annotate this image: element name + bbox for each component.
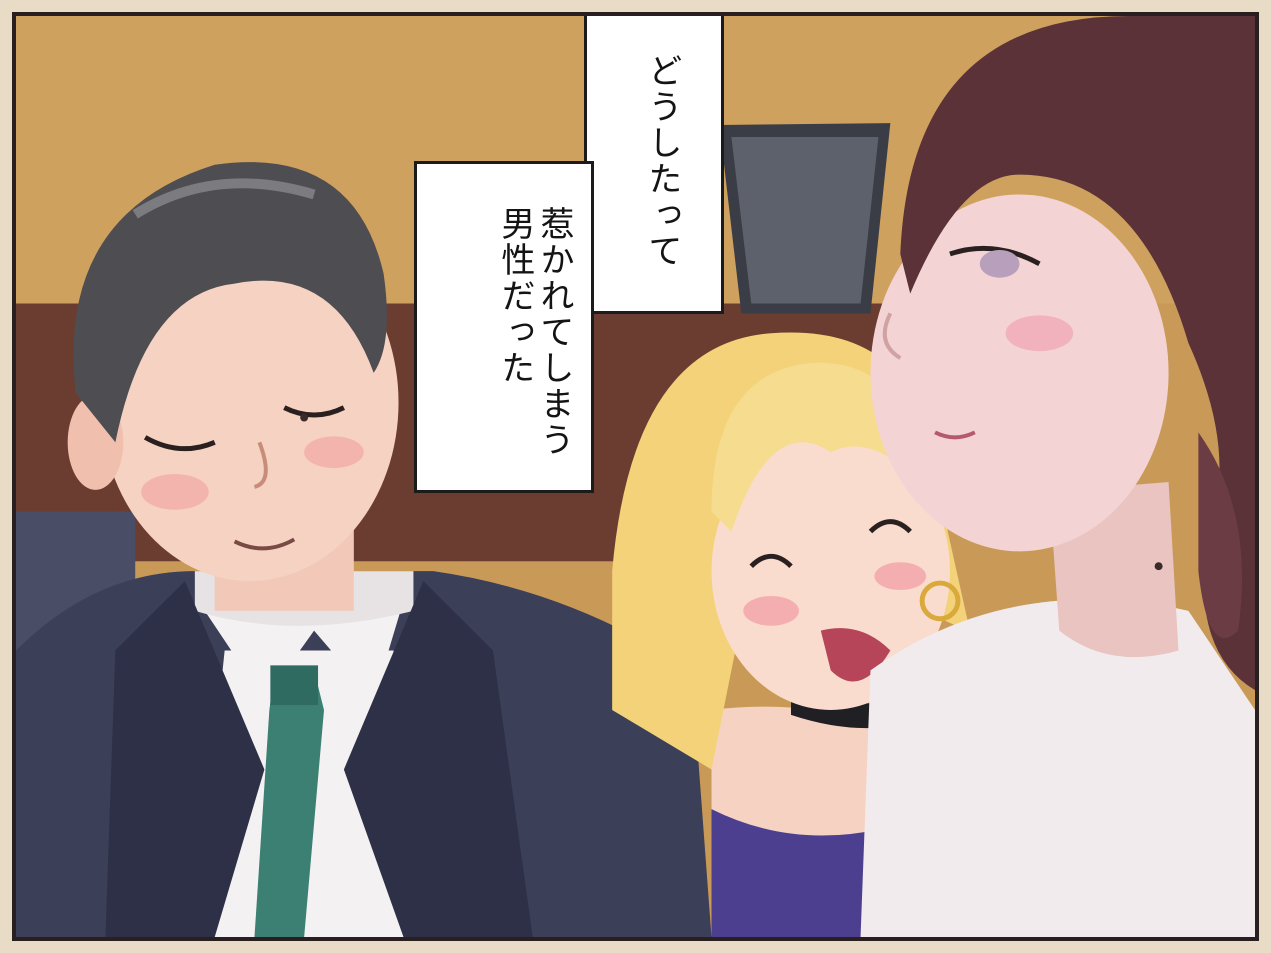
blonde-woman-character <box>612 332 970 937</box>
caption-text-middle: 惹かれてしまう男性だった <box>494 206 574 458</box>
monitor-glass <box>731 136 879 304</box>
caption-box-middle: 惹かれてしまう男性だった <box>414 161 594 493</box>
caption-box-top: どうしたって <box>584 16 724 314</box>
brunette-woman-character <box>860 16 1255 937</box>
man-character <box>16 162 712 937</box>
caption-text-top: どうしたって <box>642 53 682 269</box>
caption-line-1: 惹かれてしまう <box>534 206 574 458</box>
manga-panel: どうしたって 惹かれてしまう男性だった <box>12 12 1259 941</box>
caption-line-2: 男性だった <box>494 206 535 386</box>
